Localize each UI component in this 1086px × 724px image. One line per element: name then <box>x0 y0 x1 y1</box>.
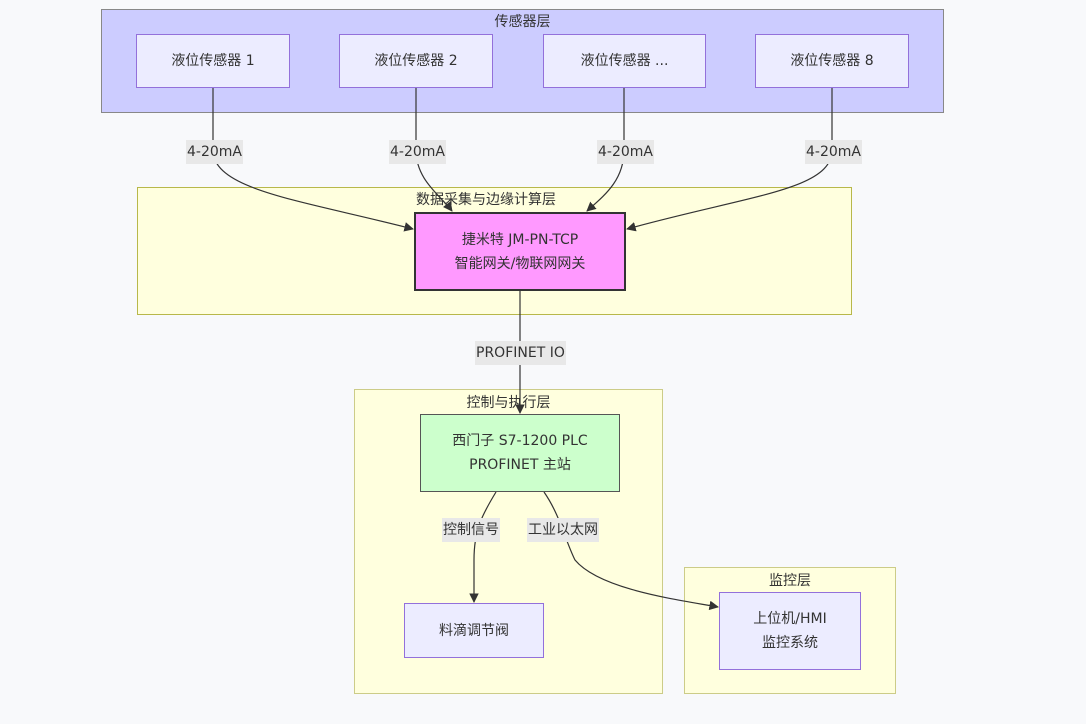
edge-label-sensor8: 4-20mA <box>805 140 862 164</box>
plc-line2: PROFINET 主站 <box>469 457 571 473</box>
sensor-node-label: 液位传感器 8 <box>790 53 874 69</box>
gateway-line2: 智能网关/物联网网关 <box>454 255 586 272</box>
sensor-node-1[interactable]: 液位传感器 1 <box>136 34 290 88</box>
plc-node[interactable]: 西门子 S7-1200 PLC PROFINET 主站 <box>420 414 620 492</box>
sensor-node-8[interactable]: 液位传感器 8 <box>755 34 909 88</box>
sensor-node-label: 液位传感器 ... <box>580 53 669 69</box>
edge-label-sensor2: 4-20mA <box>389 140 446 164</box>
plc-line1: 西门子 S7-1200 PLC <box>452 433 588 449</box>
edge-label-industrial-ethernet: 工业以太网 <box>527 518 599 542</box>
hmi-line1: 上位机/HMI <box>753 611 827 627</box>
monitor-layer-title: 监控层 <box>769 573 811 589</box>
sensor-layer-title: 传感器层 <box>494 14 551 30</box>
sensor-node-more[interactable]: 液位传感器 ... <box>543 34 706 88</box>
edge-label-sensor1: 4-20mA <box>186 140 243 164</box>
hmi-line2: 监控系统 <box>762 635 818 651</box>
sensor-node-label: 液位传感器 2 <box>374 53 458 69</box>
gateway-node[interactable]: 捷米特 JM-PN-TCP 智能网关/物联网网关 <box>414 212 626 291</box>
edge-label-profinet-io: PROFINET IO <box>475 341 566 365</box>
control-layer-title: 控制与执行层 <box>466 395 551 411</box>
sensor-node-2[interactable]: 液位传感器 2 <box>339 34 493 88</box>
hmi-node[interactable]: 上位机/HMI 监控系统 <box>719 592 861 670</box>
valve-label: 料滴调节阀 <box>439 622 509 639</box>
gateway-line1: 捷米特 JM-PN-TCP <box>461 231 579 248</box>
edge-label-control-signal: 控制信号 <box>442 518 500 542</box>
valve-node[interactable]: 料滴调节阀 <box>404 603 544 658</box>
edge-layer-title: 数据采集与边缘计算层 <box>416 192 556 208</box>
edge-label-sensor3: 4-20mA <box>597 140 654 164</box>
sensor-node-label: 液位传感器 1 <box>171 53 255 69</box>
